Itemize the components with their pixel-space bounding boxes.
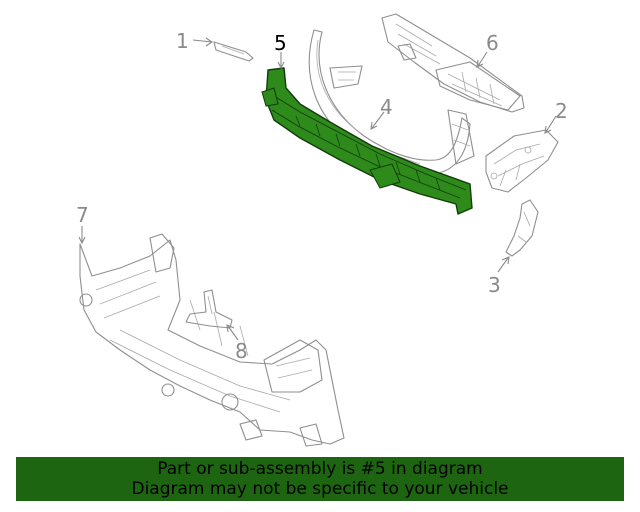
part-7-lower-carrier[interactable] xyxy=(79,233,345,447)
callout-1[interactable]: 1 xyxy=(176,29,189,53)
part-8-small-bracket[interactable] xyxy=(185,289,233,329)
callout-3[interactable]: 3 xyxy=(488,273,501,297)
part-1-bracket[interactable] xyxy=(213,41,254,62)
part-3-vertical-bracket[interactable] xyxy=(505,199,539,257)
leader-lines xyxy=(78,37,557,341)
part-6-upper-panel[interactable] xyxy=(381,13,525,113)
callout-2[interactable]: 2 xyxy=(555,99,568,123)
banner-line-1: Part or sub-assembly is #5 in diagram xyxy=(157,459,483,479)
banner-line-2: Diagram may not be specific to your vehi… xyxy=(131,479,509,499)
part-5-reinforcement-beam[interactable] xyxy=(261,67,473,215)
callout-7[interactable]: 7 xyxy=(76,203,89,227)
info-banner: Part or sub-assembly is #5 in diagram Di… xyxy=(16,457,624,501)
callout-6[interactable]: 6 xyxy=(486,31,499,55)
callout-4[interactable]: 4 xyxy=(380,95,393,119)
callout-8[interactable]: 8 xyxy=(235,339,248,363)
parts-diagram: 1 2 3 4 5 6 7 8 xyxy=(76,13,568,447)
part-2-side-bracket[interactable] xyxy=(485,129,559,193)
callout-5[interactable]: 5 xyxy=(274,31,287,55)
